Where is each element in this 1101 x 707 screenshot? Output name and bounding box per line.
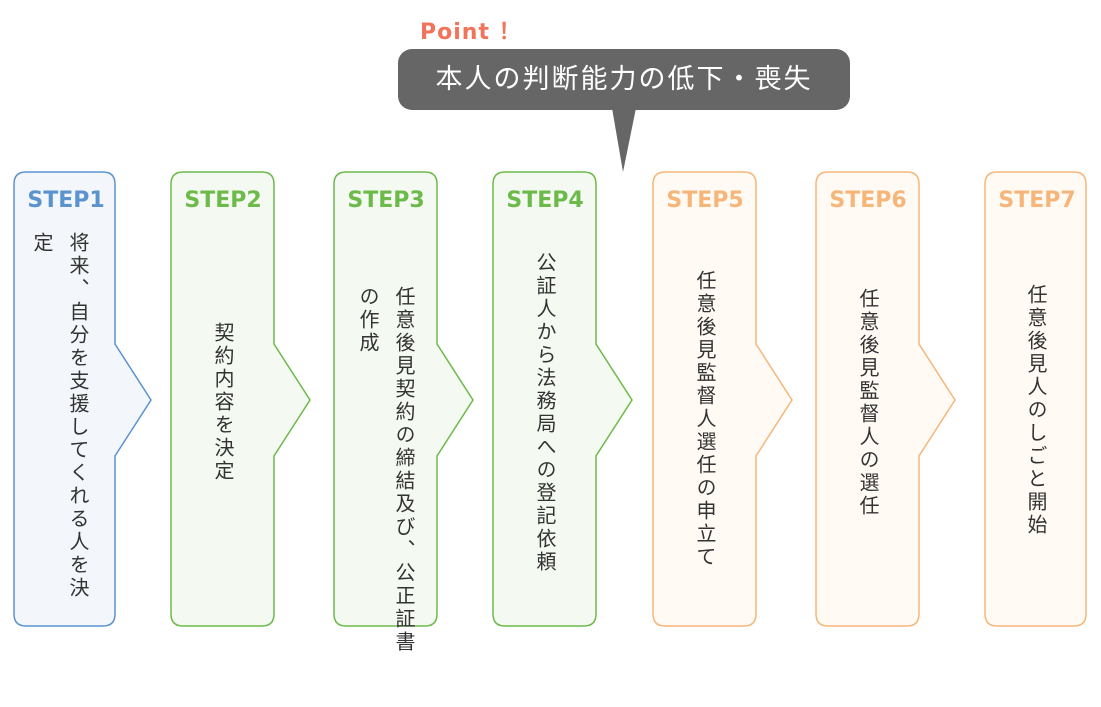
step-1-box [13, 171, 152, 627]
step-6-label: STEP6 [829, 188, 907, 213]
step-6-text: 任意後見監督人の選任 [856, 288, 880, 518]
step-3-box [333, 171, 474, 627]
step-1-label: STEP1 [27, 188, 105, 213]
step-4-text: 公証人から法務局への登記依頼 [533, 252, 557, 574]
step-3-label: STEP3 [347, 188, 425, 213]
flow-diagram [13, 49, 1087, 627]
step-2-box [170, 171, 311, 627]
callout-bubble [398, 49, 850, 172]
step-5-box [652, 171, 793, 627]
step-7-box [984, 171, 1087, 627]
step-5-label: STEP5 [666, 188, 744, 213]
step-7-text: 任意後見人のしごと開始 [1024, 284, 1048, 537]
step-2-label: STEP2 [184, 188, 262, 213]
callout-text: 本人の判断能力の低下・喪失 [435, 64, 813, 95]
step-4-box [492, 171, 633, 627]
point-label: Point ！ [420, 20, 522, 45]
step-3-text: 任意後見契約の締結及び、公正証書の作成 [356, 286, 416, 654]
step-5-text: 任意後見監督人選任の申立て [693, 270, 717, 569]
step-4-label: STEP4 [506, 188, 584, 213]
step-6-box [815, 171, 956, 627]
step-7-label: STEP7 [998, 188, 1076, 213]
step-2-text: 契約内容を決定 [211, 322, 235, 483]
step-1-text: 将来、自分を支援してくれる人を決定 [30, 232, 90, 600]
